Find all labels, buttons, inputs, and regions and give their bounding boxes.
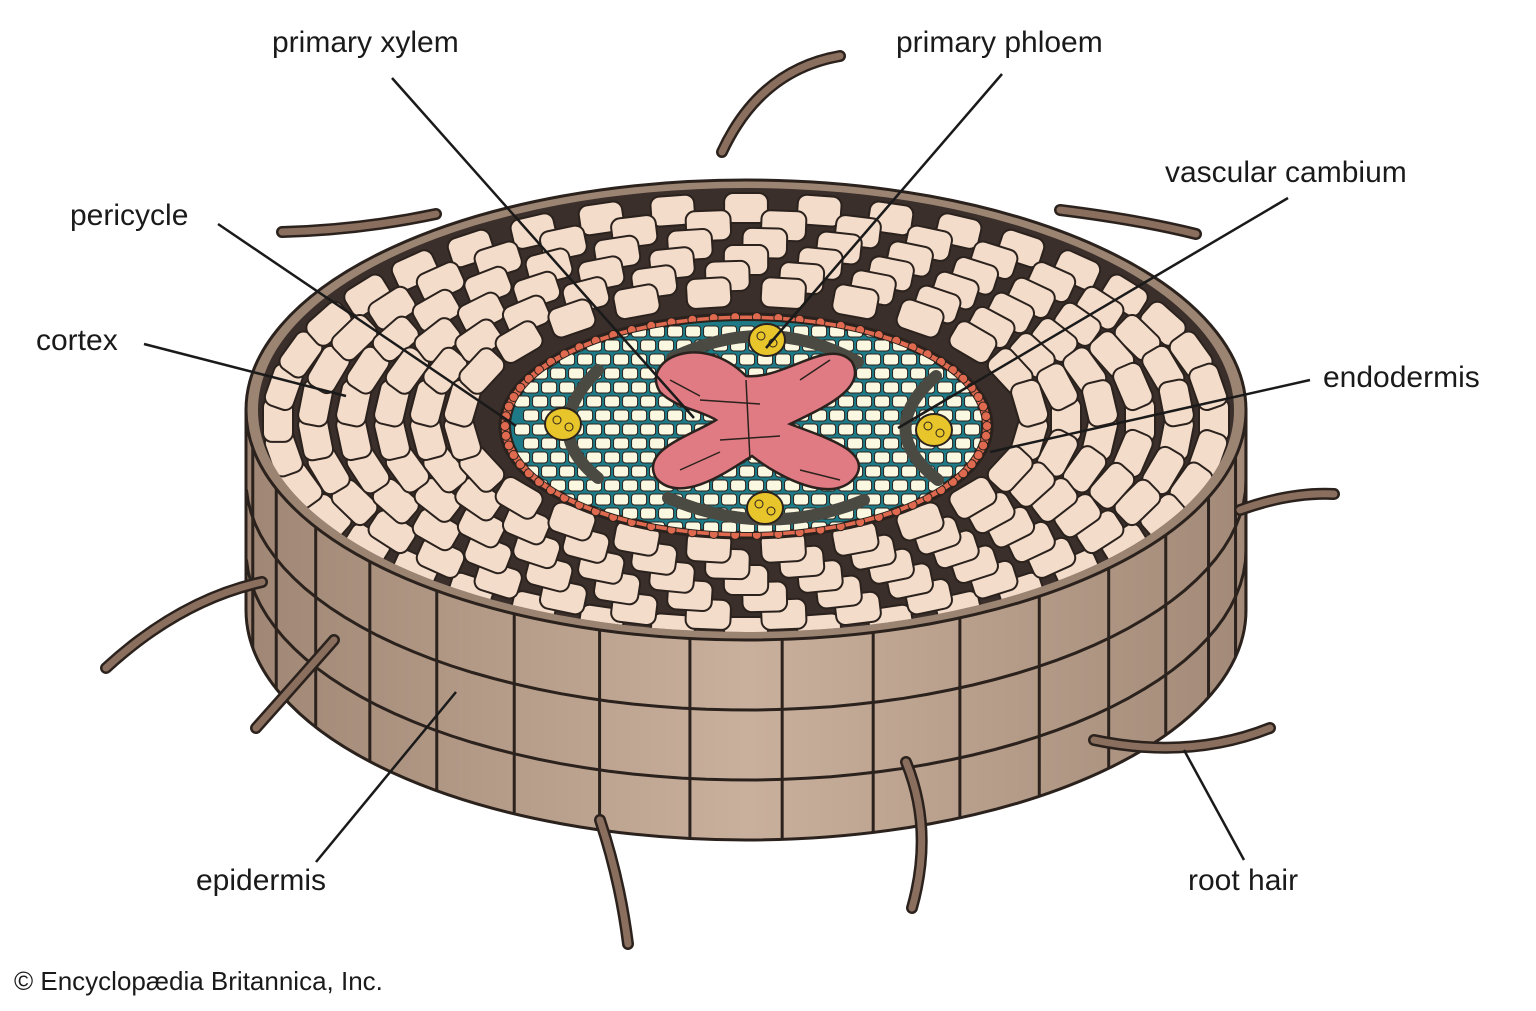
root-hairs-back [276, 50, 1202, 240]
stele [498, 312, 994, 540]
label-pericycle: pericycle [70, 199, 189, 232]
label-root-hair: root hair [1188, 864, 1299, 897]
label-primary-phloem: primary phloem [896, 26, 1103, 59]
label-epidermis: epidermis [196, 864, 327, 897]
primary-phloem [544, 323, 953, 525]
primary-xylem [651, 351, 860, 491]
top-surface [244, 178, 1248, 642]
endodermis-ring [500, 312, 992, 540]
label-vascular-cambium: vascular cambium [1165, 156, 1407, 189]
cortex-cells [262, 192, 1230, 632]
copyright-credit: © Encyclopædia Britannica, Inc. [14, 966, 383, 996]
leader-lines [143, 73, 1311, 863]
label-primary-xylem: primary xylem [272, 26, 459, 59]
root-hairs-front [100, 487, 1340, 950]
label-cortex: cortex [36, 324, 118, 357]
label-endodermis: endodermis [1323, 361, 1480, 394]
